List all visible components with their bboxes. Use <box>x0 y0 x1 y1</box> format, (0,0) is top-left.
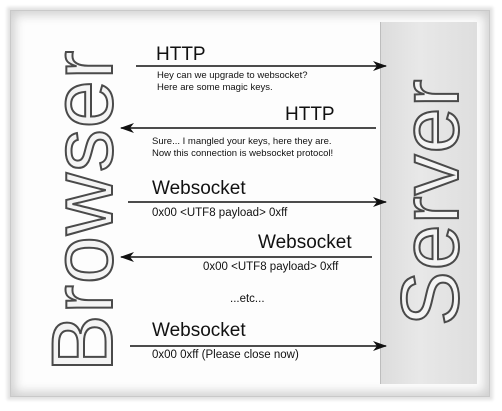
message-4-protocol: Websocket <box>258 232 352 253</box>
message-1-line-1: Hey can we upgrade to websocket? <box>157 70 308 81</box>
message-2-line-2: Now this connection is websocket protoco… <box>152 148 334 159</box>
message-5-protocol: Websocket <box>152 320 246 341</box>
message-1-line-2: Here are some magic keys. <box>157 82 273 93</box>
message-1-protocol: HTTP <box>156 44 206 65</box>
message-3-line-1: 0x00 <UTF8 payload> 0xff <box>152 207 288 219</box>
message-3-protocol: Websocket <box>152 178 246 199</box>
message-5-line-1: 0x00 0xff (Please close now) <box>152 349 299 361</box>
message-4-line-1: 0x00 <UTF8 payload> 0xff <box>203 261 339 273</box>
message-2-protocol: HTTP <box>285 104 335 125</box>
message-2-line-1: Sure... I mangled your keys, here they a… <box>152 136 332 147</box>
server-column <box>380 22 477 384</box>
ellipsis-text: ...etc... <box>230 293 265 305</box>
